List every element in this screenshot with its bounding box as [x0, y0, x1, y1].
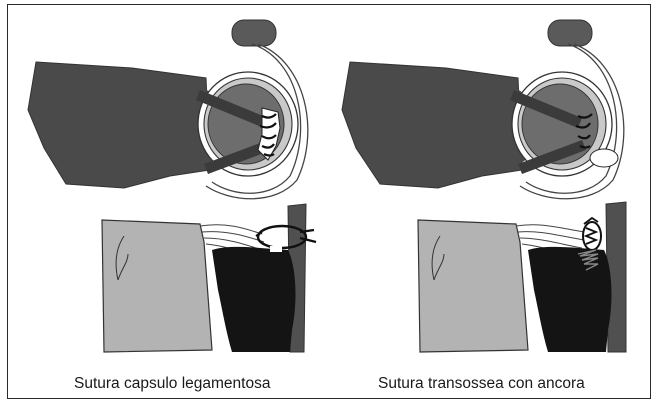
left-coracoid-process	[232, 20, 276, 46]
left-ring-highlight	[270, 246, 282, 252]
right-coronal-view	[418, 202, 626, 352]
left-coronal-view	[102, 204, 316, 352]
left-humeral-head	[212, 247, 295, 352]
right-coracoid-process	[548, 20, 592, 46]
left-light-bone	[102, 220, 212, 352]
right-scapula-body	[342, 62, 522, 188]
right-anchor-lobe	[590, 149, 618, 167]
caption-left: Sutura capsulo legamentosa	[74, 375, 270, 393]
right-light-bone	[418, 220, 528, 352]
left-glenoid-view	[28, 20, 308, 199]
right-humeral-head	[528, 247, 611, 352]
caption-right: Sutura transossea con ancora	[378, 375, 585, 393]
left-scapula-body	[28, 62, 210, 188]
right-glenoid-view	[342, 20, 624, 199]
